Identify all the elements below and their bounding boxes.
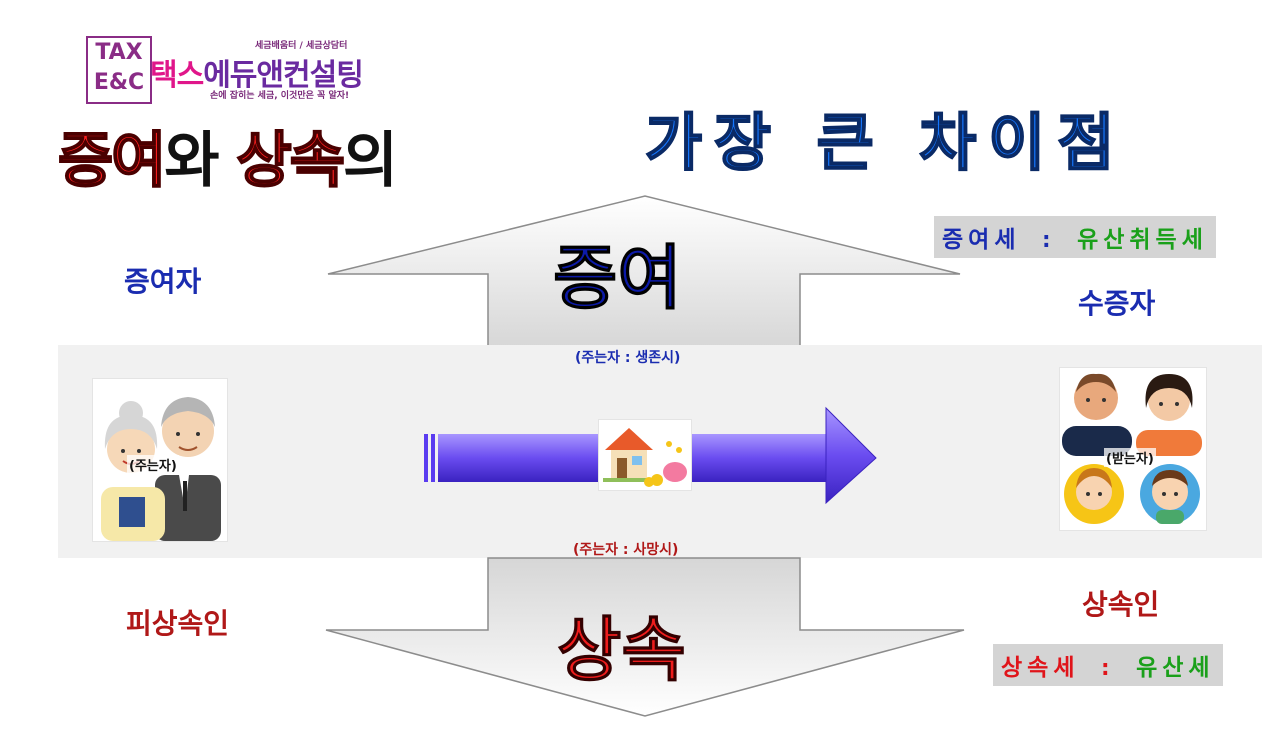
inherit-tax-sep: : <box>1098 655 1118 681</box>
logo-tagline: 세금배움터 / 세금상담터 <box>255 41 348 51</box>
inherit-tax-box: 상속세 : 유산세 <box>993 644 1223 686</box>
title-gift: 증여 <box>57 125 167 197</box>
title-right: 가장 큰 차이점 <box>644 105 1127 180</box>
inherit-down-arrow <box>325 557 965 717</box>
title-left: 증여와 상속의 <box>57 112 398 199</box>
receiver-label: 수증자 <box>1078 287 1156 320</box>
giver-tag: (주는자) <box>127 455 179 474</box>
title-of: 의 <box>342 126 398 196</box>
gift-tax-type: 유산취득세 <box>1077 227 1208 253</box>
logo-name: 택스에듀앤컨설팅 <box>150 50 364 94</box>
heir-label: 상속인 <box>1082 588 1160 621</box>
gift-tax-box: 증여세 : 유산취득세 <box>934 216 1216 258</box>
logo-name-part1: 택스 <box>150 58 204 93</box>
logo-badge: TAX E&C <box>86 36 152 104</box>
inherit-tax-name: 상속세 <box>1001 655 1080 681</box>
grandparents-image: (주는자) <box>92 378 228 542</box>
inherit-tax-type: 유산세 <box>1136 655 1215 681</box>
gift-up-arrow <box>327 195 961 351</box>
gift-big-label: 증여 <box>553 237 683 320</box>
house-icon <box>603 428 687 487</box>
family-faces-image: (받는자) <box>1059 367 1207 531</box>
title-and: 와 <box>164 126 237 196</box>
house-money-icon <box>598 419 692 491</box>
receiver-tag: (받는자) <box>1104 448 1156 467</box>
gift-tax-sep: : <box>1039 227 1059 253</box>
inherit-timing-note: (주는자 : 사망시) <box>573 542 679 558</box>
logo-line2: E&C <box>93 70 145 95</box>
logo-name-part2: 에듀앤컨설팅 <box>203 58 364 93</box>
gift-tax-name: 증여세 <box>942 227 1021 253</box>
deceased-label: 피상속인 <box>126 607 230 640</box>
inherit-big-label: 상속 <box>557 609 687 692</box>
title-inherit: 상속 <box>235 125 345 197</box>
logo-line1: TAX <box>95 40 143 65</box>
logo-slogan: 손에 잡히는 세금, 이것만은 꼭 알자! <box>210 91 350 101</box>
gift-timing-note: (주는자 : 생존시) <box>575 350 681 366</box>
giver-label: 증여자 <box>124 265 202 298</box>
